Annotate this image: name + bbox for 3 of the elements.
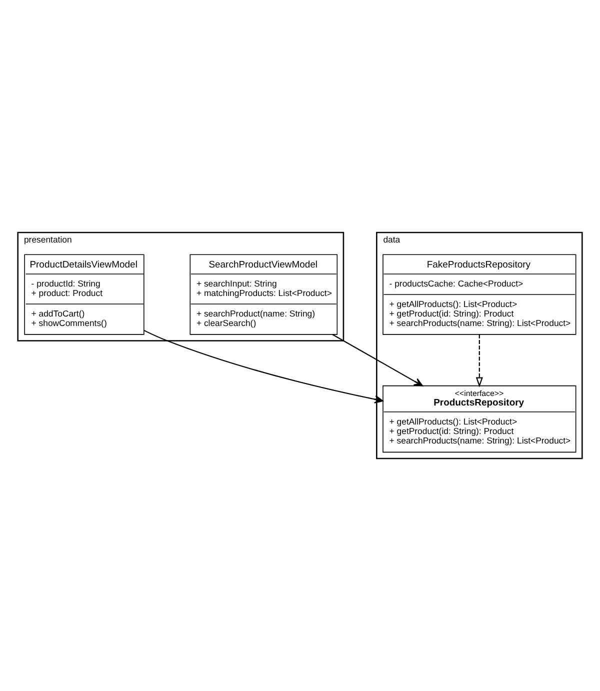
arrow [332, 334, 423, 386]
arrow [144, 330, 384, 404]
arrow [476, 334, 483, 388]
